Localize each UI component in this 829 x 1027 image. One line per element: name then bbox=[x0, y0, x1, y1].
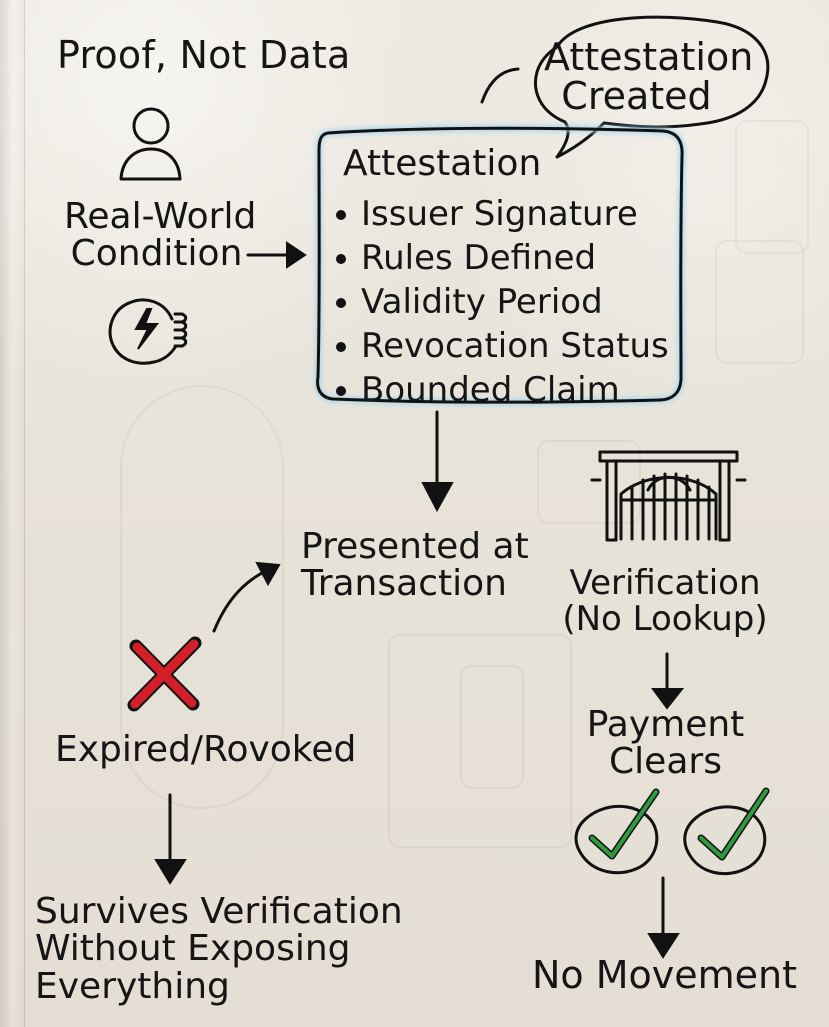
expired-to-presented-arrow bbox=[214, 563, 279, 631]
condition-label: Real-World Condition bbox=[64, 198, 249, 273]
gate-icon bbox=[592, 452, 745, 540]
red-x-icon bbox=[134, 643, 195, 705]
condition-to-attestation-arrow bbox=[248, 243, 305, 267]
survives-line-2: Without Exposing bbox=[35, 930, 403, 967]
verification-line-2: (No Lookup) bbox=[555, 601, 775, 637]
attestation-created-line-2: Created bbox=[544, 77, 729, 116]
payment-line-1: Payment bbox=[578, 707, 753, 744]
verification-label: Verification (No Lookup) bbox=[555, 565, 775, 637]
verification-line-1: Verification bbox=[555, 565, 775, 601]
expired-to-survives-arrow bbox=[156, 795, 185, 883]
check-circle-icon bbox=[576, 792, 657, 873]
survives-line-3: Everything bbox=[35, 968, 403, 1005]
payment-to-no-movement-arrow bbox=[649, 878, 678, 957]
presented-line-2: Transaction bbox=[301, 565, 529, 602]
attestation-box-title: Attestation bbox=[343, 145, 541, 182]
survives-label: Survives Verification Without Exposing E… bbox=[35, 893, 403, 1005]
person-icon bbox=[121, 109, 180, 179]
payment-label: Payment Clears bbox=[578, 707, 753, 780]
verification-to-payment-arrow bbox=[653, 654, 682, 708]
check-circle-icon bbox=[685, 791, 766, 874]
attestation-item: Rules Defined bbox=[334, 237, 669, 280]
attestation-created-line-1: Attestation bbox=[544, 38, 729, 77]
attestation-item: Issuer Signature bbox=[334, 193, 669, 236]
no-movement-label: No Movement bbox=[532, 956, 797, 996]
attestation-item: Bounded Claim bbox=[334, 369, 669, 412]
attestation-created-label: Attestation Created bbox=[544, 38, 729, 116]
expired-label: Expired/Rovoked bbox=[55, 731, 356, 768]
survives-line-1: Survives Verification bbox=[35, 893, 403, 930]
presented-line-1: Presented at bbox=[301, 528, 529, 565]
attestation-item: Revocation Status bbox=[334, 325, 669, 368]
condition-label-line-2: Condition bbox=[64, 235, 249, 272]
attestation-item-list: Issuer Signature Rules Defined Validity … bbox=[334, 193, 669, 413]
attestation-to-presented-arrow bbox=[423, 412, 452, 510]
diagram-title: Proof, Not Data bbox=[57, 36, 350, 76]
condition-label-line-1: Real-World bbox=[64, 198, 249, 235]
payment-line-2: Clears bbox=[578, 744, 753, 781]
power-coil-icon bbox=[110, 300, 186, 363]
presented-label: Presented at Transaction bbox=[301, 528, 529, 602]
attestation-item: Validity Period bbox=[334, 281, 669, 324]
